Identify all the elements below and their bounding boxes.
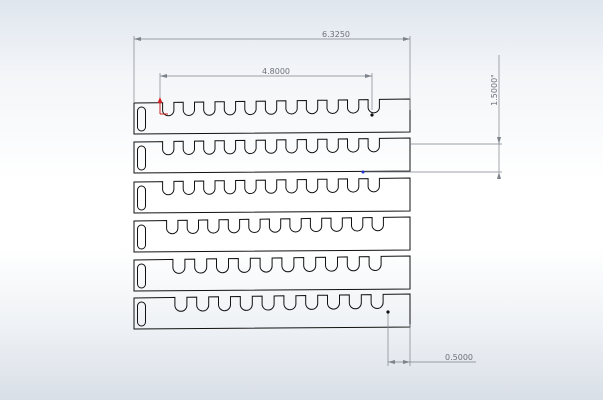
mounting-slot[interactable] bbox=[137, 224, 146, 250]
endpoint-marker-icon[interactable] bbox=[370, 113, 390, 314]
comb-strip-outline[interactable] bbox=[133, 137, 411, 174]
overall-width-value: 6.3250 bbox=[322, 30, 350, 39]
end-offset-value: 0.5000 bbox=[445, 353, 473, 362]
mounting-slot[interactable] bbox=[137, 185, 146, 211]
comb-strip[interactable] bbox=[133, 293, 411, 330]
comb-strip-outline[interactable] bbox=[133, 177, 411, 214]
comb-strips-group bbox=[133, 98, 411, 330]
mounting-slot[interactable] bbox=[137, 145, 146, 171]
mounting-slot[interactable] bbox=[137, 106, 146, 132]
comb-strip-outline[interactable] bbox=[133, 293, 411, 330]
comb-strip[interactable] bbox=[133, 216, 411, 253]
comb-strip-outline[interactable] bbox=[133, 216, 411, 253]
mounting-slot[interactable] bbox=[137, 263, 146, 289]
comb-strip[interactable] bbox=[133, 255, 411, 292]
comb-strip-outline[interactable] bbox=[133, 98, 411, 135]
comb-strip[interactable] bbox=[133, 137, 411, 174]
midpoint-marker-icon[interactable] bbox=[361, 170, 365, 174]
strip-pitch-dimension[interactable]: 1.5000" bbox=[363, 55, 502, 179]
sketch-origin-icon[interactable] bbox=[157, 97, 169, 115]
comb-strip[interactable] bbox=[133, 98, 411, 135]
comb-strip-outline[interactable] bbox=[133, 255, 411, 292]
comb-strip[interactable] bbox=[133, 177, 411, 214]
slot-span-dimension[interactable]: 4.8000 bbox=[159, 67, 373, 110]
slot-span-value: 4.8000 bbox=[262, 67, 290, 76]
end-offset-dimension[interactable]: 0.5000 bbox=[387, 312, 476, 366]
mounting-slot[interactable] bbox=[137, 301, 146, 327]
strip-pitch-value: 1.5000" bbox=[490, 74, 499, 106]
overall-width-dimension[interactable]: 6.3250 bbox=[133, 30, 411, 110]
